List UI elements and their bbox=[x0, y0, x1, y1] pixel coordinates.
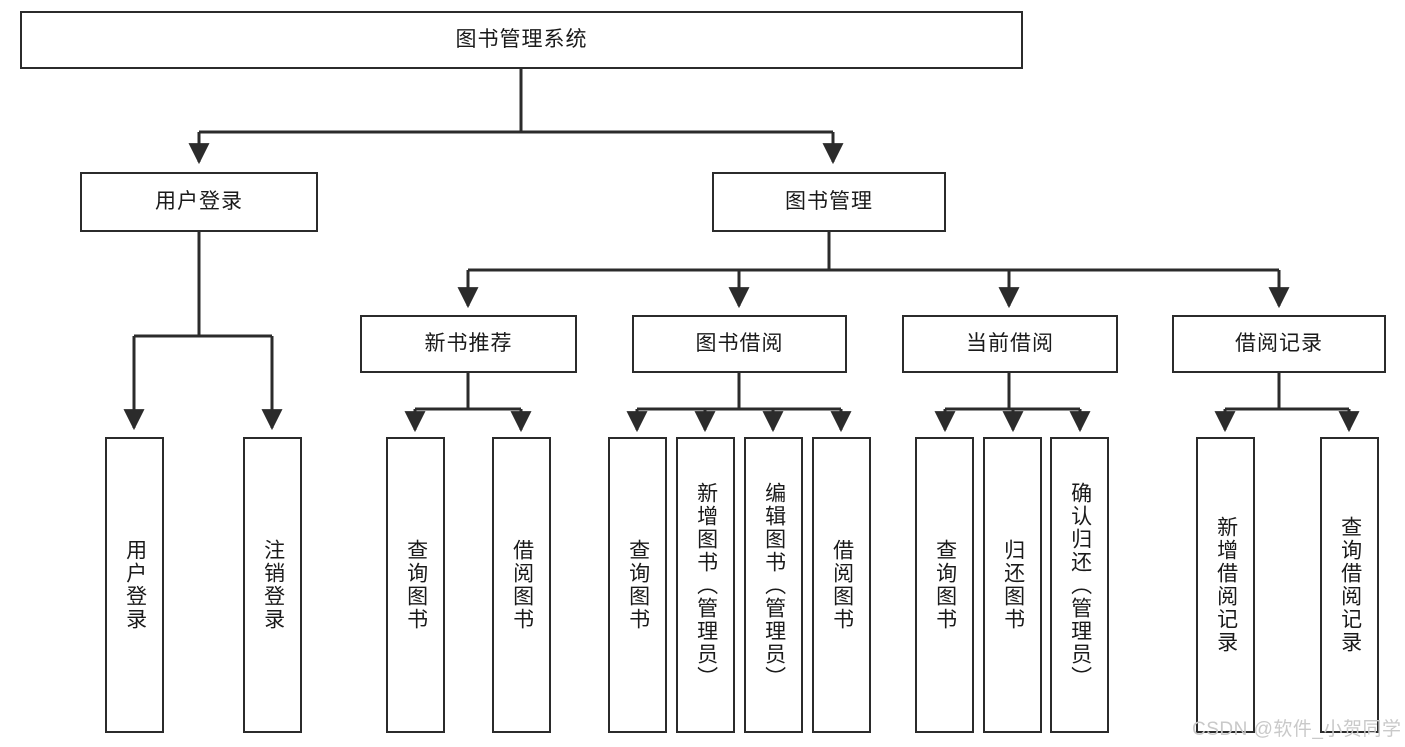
node-leaf-query-record-label: 查询借阅记录 bbox=[1338, 516, 1362, 654]
node-user-login[interactable]: 用户登录 bbox=[80, 172, 318, 232]
node-leaf-add-book-label: 新增图书（管理员） bbox=[694, 481, 718, 689]
node-borrow-record[interactable]: 借阅记录 bbox=[1172, 315, 1386, 373]
node-borrow-record-label: 借阅记录 bbox=[1235, 332, 1323, 356]
node-root-label: 图书管理系统 bbox=[455, 28, 588, 52]
node-leaf-edit-book[interactable]: 编辑图书（管理员） bbox=[744, 437, 803, 733]
node-leaf-query-book-2[interactable]: 查询图书 bbox=[608, 437, 667, 733]
node-leaf-query-book-3[interactable]: 查询图书 bbox=[915, 437, 974, 733]
node-current-borrow[interactable]: 当前借阅 bbox=[902, 315, 1118, 373]
node-leaf-logout-label: 注销登录 bbox=[261, 539, 285, 631]
node-leaf-add-book[interactable]: 新增图书（管理员） bbox=[676, 437, 735, 733]
node-leaf-logout[interactable]: 注销登录 bbox=[243, 437, 302, 733]
node-new-book-rec-label: 新书推荐 bbox=[424, 332, 513, 356]
node-leaf-borrow-book-1-label: 借阅图书 bbox=[510, 539, 534, 631]
node-current-borrow-label: 当前借阅 bbox=[966, 332, 1054, 356]
node-book-manage[interactable]: 图书管理 bbox=[712, 172, 946, 232]
node-leaf-query-book-3-label: 查询图书 bbox=[933, 539, 957, 631]
node-root[interactable]: 图书管理系统 bbox=[20, 11, 1023, 69]
node-new-book-rec[interactable]: 新书推荐 bbox=[360, 315, 577, 373]
node-leaf-return-book[interactable]: 归还图书 bbox=[983, 437, 1042, 733]
node-leaf-user-login[interactable]: 用户登录 bbox=[105, 437, 164, 733]
node-leaf-borrow-book-2-label: 借阅图书 bbox=[830, 539, 854, 631]
node-leaf-borrow-book-1[interactable]: 借阅图书 bbox=[492, 437, 551, 733]
node-leaf-query-book-1[interactable]: 查询图书 bbox=[386, 437, 445, 733]
node-leaf-query-book-2-label: 查询图书 bbox=[626, 539, 650, 631]
node-book-manage-label: 图书管理 bbox=[785, 190, 873, 214]
node-leaf-confirm-return[interactable]: 确认归还（管理员） bbox=[1050, 437, 1109, 733]
node-leaf-query-record[interactable]: 查询借阅记录 bbox=[1320, 437, 1379, 733]
node-leaf-query-book-1-label: 查询图书 bbox=[404, 539, 428, 631]
node-leaf-add-record[interactable]: 新增借阅记录 bbox=[1196, 437, 1255, 733]
node-leaf-borrow-book-2[interactable]: 借阅图书 bbox=[812, 437, 871, 733]
node-user-login-label: 用户登录 bbox=[155, 190, 243, 214]
node-leaf-user-login-label: 用户登录 bbox=[123, 539, 147, 631]
node-book-borrow-label: 图书借阅 bbox=[695, 332, 784, 356]
watermark-text: CSDN @软件_小贺同学 bbox=[1192, 719, 1402, 740]
node-leaf-confirm-return-label: 确认归还（管理员） bbox=[1068, 481, 1092, 689]
node-book-borrow[interactable]: 图书借阅 bbox=[632, 315, 847, 373]
node-leaf-return-book-label: 归还图书 bbox=[1001, 539, 1025, 631]
node-leaf-add-record-label: 新增借阅记录 bbox=[1214, 516, 1238, 654]
node-leaf-edit-book-label: 编辑图书（管理员） bbox=[762, 481, 786, 689]
